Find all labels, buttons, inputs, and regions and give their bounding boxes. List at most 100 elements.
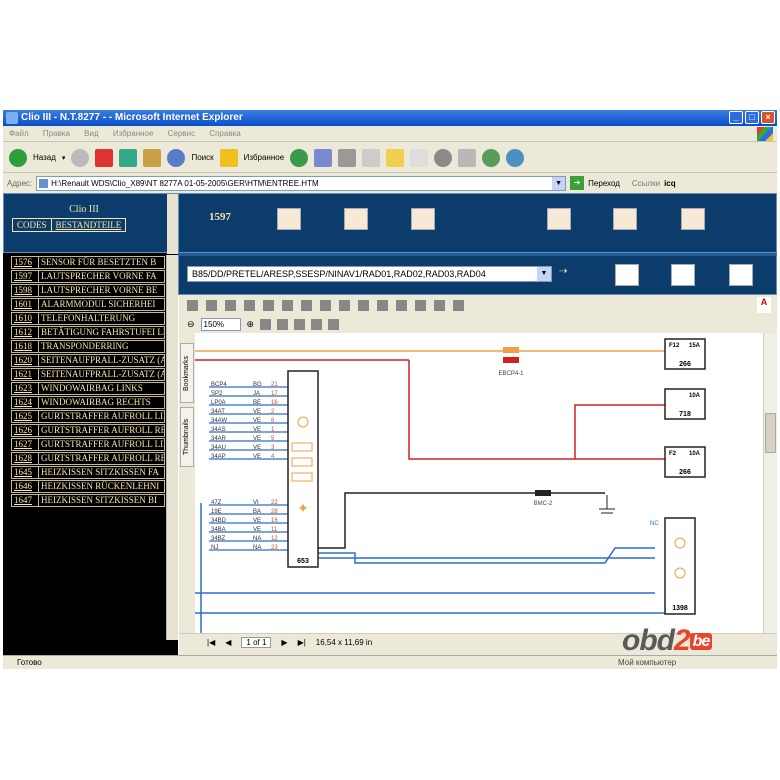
print-pdf-icon[interactable] — [206, 299, 217, 311]
tab-bestandteile[interactable]: BESTANDTEILE — [55, 220, 122, 230]
icq-label[interactable]: icq — [664, 178, 676, 188]
folder-icon[interactable] — [386, 148, 405, 167]
component-code[interactable]: 1620 — [12, 355, 39, 366]
close-button[interactable]: × — [761, 111, 775, 124]
help-icon[interactable] — [681, 208, 705, 230]
reflow-icon[interactable] — [311, 318, 323, 330]
component-desc[interactable]: GURTSTRAFFER AUFROLL RECHTS — [41, 453, 164, 463]
component-desc[interactable]: SENSOR FÜR BESETZTEN B — [41, 257, 157, 267]
maximize-button[interactable]: □ — [745, 111, 759, 124]
minimize-button[interactable]: _ — [729, 111, 743, 124]
undo-icon[interactable] — [244, 299, 255, 311]
search-button-label[interactable]: Поиск — [191, 153, 214, 162]
component-code[interactable]: 1628 — [12, 453, 39, 464]
book-icon[interactable] — [547, 208, 571, 230]
settings-icon[interactable] — [482, 148, 501, 167]
component-code[interactable]: 1646 — [12, 481, 39, 492]
menu-file[interactable]: Файл — [9, 129, 29, 138]
variant-select[interactable]: B85/DD/PRETEL/ARESP,SSESP/NINAV1/RAD01,R… — [187, 266, 552, 282]
rotate-icon[interactable] — [328, 318, 340, 330]
component-desc[interactable]: LAUTSPRECHER VORNE FA — [41, 271, 157, 281]
address-dropdown-icon[interactable]: ▼ — [552, 176, 566, 190]
save-icon[interactable] — [187, 299, 198, 311]
home-icon[interactable] — [143, 148, 162, 167]
edit-icon[interactable] — [362, 148, 381, 167]
component-desc[interactable]: LAUTSPRECHER VORNE BE — [41, 285, 158, 295]
pdf-vertical-scrollbar[interactable] — [763, 333, 777, 633]
print-list-icon[interactable] — [729, 264, 753, 286]
zoom-in-icon[interactable]: ⊕ — [246, 318, 255, 329]
prev-page-icon[interactable] — [301, 299, 312, 311]
component-desc[interactable]: HEIZKISSEN SITZKISSEN BI — [41, 495, 157, 505]
component-code[interactable]: 1627 — [12, 439, 39, 450]
component-desc[interactable]: HEIZKISSEN RÜCKENLEHNI — [41, 481, 160, 491]
pdf-scroll-thumb[interactable] — [765, 413, 776, 453]
connector-icon[interactable] — [277, 208, 301, 230]
actual-size-icon[interactable] — [260, 318, 272, 330]
menu-edit[interactable]: Правка — [42, 129, 70, 138]
first-page-nav-icon[interactable]: |◀ — [207, 638, 216, 647]
component-code[interactable]: 1597 — [12, 271, 39, 282]
variant-dropdown-icon[interactable]: ▼ — [537, 267, 551, 281]
tab-thumbnails[interactable]: Thumbnails — [180, 407, 194, 467]
component-code[interactable]: 1610 — [12, 313, 39, 324]
fit-width-icon[interactable] — [294, 318, 306, 330]
forward-view-icon[interactable] — [377, 299, 388, 311]
component-desc[interactable]: TRANSPONDERRING — [41, 341, 129, 351]
next-page-nav-icon[interactable]: ▶ — [281, 638, 288, 647]
menu-help[interactable]: Справка — [209, 129, 241, 138]
component-desc[interactable]: SEITENAUFPRALL-ZUSATZ (AUFPRALLSENSOR) — [41, 369, 164, 379]
stop-icon[interactable] — [95, 148, 114, 167]
component-code[interactable]: 1624 — [12, 397, 39, 408]
component-code[interactable]: 1623 — [12, 383, 39, 394]
tab-codes[interactable]: CODES — [13, 219, 52, 231]
users-icon[interactable] — [506, 148, 525, 167]
zoom-input[interactable]: 150% — [200, 317, 241, 331]
zoom-out-icon[interactable]: ⊖ — [187, 318, 195, 329]
print-diagram-icon[interactable] — [671, 264, 695, 286]
component-code[interactable]: 1625 — [12, 411, 39, 422]
component-desc[interactable]: TELEFONHALTERUNG — [41, 313, 136, 323]
menu-view[interactable]: Вид — [84, 129, 99, 138]
tool-icon[interactable] — [458, 148, 477, 167]
links-label[interactable]: Ссылки — [631, 178, 661, 188]
component-desc[interactable]: GURTSTRAFFER AUFROLL LINKS — [41, 411, 164, 421]
component-code[interactable]: 1647 — [12, 495, 39, 506]
refresh-icon[interactable] — [119, 148, 138, 167]
menu-favorites[interactable]: Избранное — [112, 129, 154, 138]
menu-tools[interactable]: Сервис — [167, 129, 196, 138]
fuse-icon[interactable] — [613, 208, 637, 230]
messenger-icon[interactable] — [434, 148, 453, 167]
component-code[interactable]: 1626 — [12, 425, 39, 436]
module-icon[interactable] — [344, 208, 368, 230]
prev-page-nav-icon[interactable]: ◀ — [225, 638, 232, 647]
forward-arrow-icon[interactable] — [71, 148, 90, 167]
component-desc[interactable]: ALARMMODUL SICHERHEI — [41, 299, 156, 309]
component-code[interactable]: 1645 — [12, 467, 39, 478]
back-arrow-icon[interactable] — [9, 148, 27, 167]
component-desc[interactable]: SEITENAUFPRALL-ZUSATZ (AUFPRALLSENSOR) — [41, 355, 164, 365]
copy-icon[interactable] — [225, 299, 236, 311]
text-select-icon[interactable] — [434, 299, 445, 311]
back-dropdown-icon[interactable]: ▾ — [61, 154, 66, 162]
component-code[interactable]: 1612 — [12, 327, 39, 338]
favorites-button-label[interactable]: Избранное — [243, 153, 285, 162]
history-icon[interactable] — [290, 148, 309, 167]
component-list-scrollbar[interactable] — [166, 255, 178, 640]
